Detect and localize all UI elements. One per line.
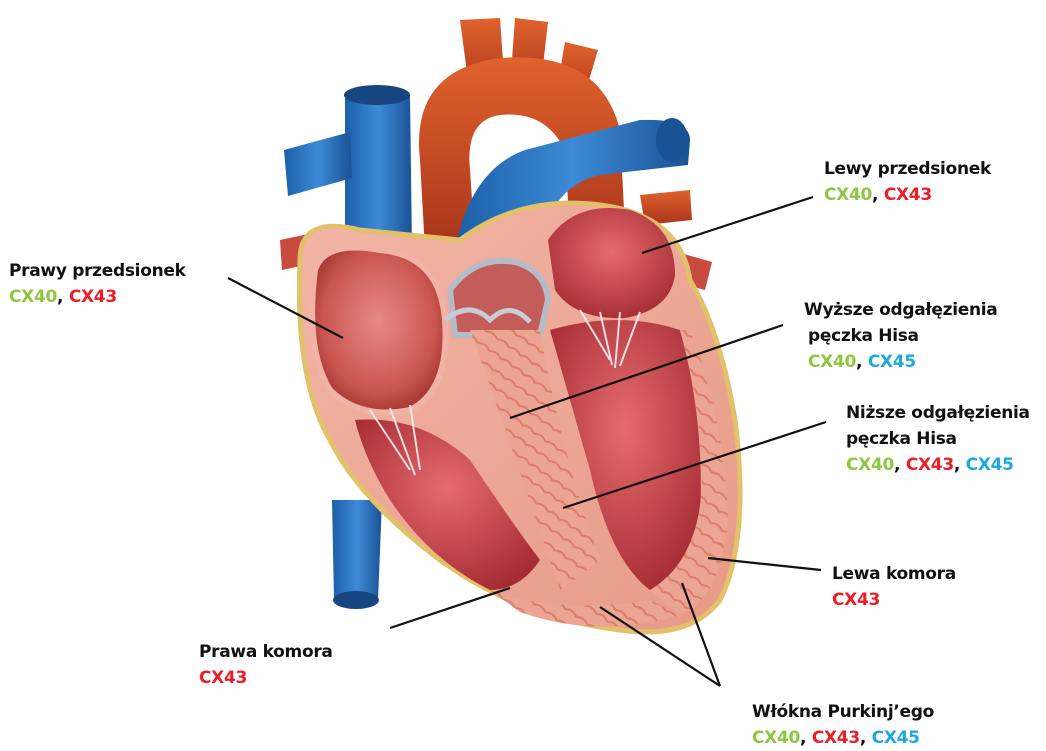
connexin-cx45: CX45 [868,352,916,372]
connexin-cx43: CX43 [812,728,860,748]
label-wyzsze-line2: pęczka Hisa [804,323,997,349]
label-prawy-przedsionek: Prawy przedsionek CX40, CX43 [9,258,186,310]
label-nizsze-cx: CX40, CX43, CX45 [846,455,1014,475]
heart-illustration [280,18,740,632]
cx-separator: , [954,455,966,475]
cx-separator: , [800,728,812,748]
label-lewa-komora-cx: CX43 [832,590,880,610]
label-prawy-przedsionek-cx: CX40, CX43 [9,287,117,307]
label-wyzsze-line1: Wyższe odgałęzienia [804,297,997,323]
label-nizsze-odgalezienia: Niższe odgałęzienia pęczka Hisa CX40, CX… [846,400,1030,478]
label-prawy-przedsionek-name: Prawy przedsionek [9,258,186,284]
cx-separator: , [856,352,868,372]
inferior-vena-cava-opening [333,591,379,609]
label-prawa-komora-cx: CX43 [199,668,247,688]
inferior-vena-cava [332,500,382,606]
label-purkinje-cx: CX40, CX43, CX45 [752,728,920,748]
connexin-cx40: CX40 [808,352,856,372]
label-lewy-przedsionek: Lewy przedsionek CX40, CX43 [824,156,991,208]
label-wyzsze-cx: CX40, CX45 [804,352,916,372]
pulmonary-vein-left [284,132,352,196]
label-purkinje-name: Włókna Purkinj’ego [752,699,934,725]
aortic-root [450,261,548,335]
label-wyzsze-odgalezienia: Wyższe odgałęzienia pęczka Hisa CX40, CX… [804,297,997,375]
leader-prawa-komora [390,588,510,628]
superior-vena-cava-opening [344,85,410,105]
connexin-cx43: CX43 [69,287,117,307]
connexin-cx40: CX40 [752,728,800,748]
cx-separator: , [872,185,884,205]
cx-separator: , [57,287,69,307]
label-lewy-przedsionek-cx: CX40, CX43 [824,185,932,205]
label-wlokna-purkinjego: Włókna Purkinj’ego CX40, CX43, CX45 [752,699,934,751]
connexin-cx43: CX43 [199,668,247,688]
label-nizsze-line1: Niższe odgałęzienia [846,400,1030,426]
connexin-cx43: CX43 [832,590,880,610]
label-lewy-przedsionek-name: Lewy przedsionek [824,156,991,182]
connexin-cx40: CX40 [9,287,57,307]
label-nizsze-line2: pęczka Hisa [846,426,1030,452]
connexin-cx45: CX45 [872,728,920,748]
label-prawa-komora: Prawa komora CX43 [199,639,333,691]
connexin-cx45: CX45 [966,455,1014,475]
label-prawa-komora-name: Prawa komora [199,639,333,665]
pulmonary-artery-opening [656,118,688,162]
connexin-cx43: CX43 [906,455,954,475]
label-lewa-komora: Lewa komora CX43 [832,561,956,613]
connexin-cx43: CX43 [884,185,932,205]
cx-separator: , [894,455,906,475]
connexin-cx40: CX40 [846,455,894,475]
right-atrium [312,248,445,413]
superior-vena-cava [345,90,412,251]
connexin-cx40: CX40 [824,185,872,205]
label-lewa-komora-name: Lewa komora [832,561,956,587]
cx-separator: , [860,728,872,748]
